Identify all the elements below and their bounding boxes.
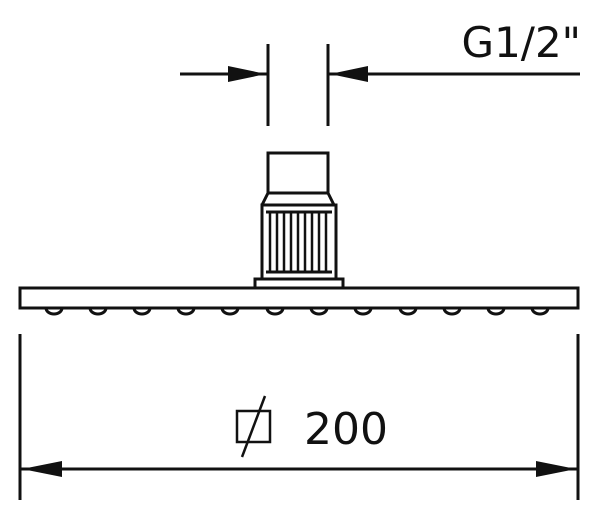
arrowhead-right <box>228 66 266 82</box>
nozzle <box>530 307 550 316</box>
nozzle-row <box>44 307 550 316</box>
diameter-symbol-icon <box>235 395 272 458</box>
nozzle <box>486 307 506 316</box>
connector-nut <box>253 151 345 290</box>
shower-plate <box>18 286 580 310</box>
diameter-dimension <box>18 334 580 500</box>
nozzle <box>442 307 462 316</box>
nozzle <box>44 307 64 316</box>
arrowhead-left <box>22 461 62 477</box>
arrowhead-left <box>330 66 368 82</box>
nozzle <box>176 307 196 316</box>
nozzle <box>398 307 418 316</box>
knurling <box>268 212 328 272</box>
connection-dimension <box>180 44 580 126</box>
diameter-value: 200 <box>304 404 388 455</box>
nozzle <box>265 307 285 316</box>
nozzle <box>353 307 373 316</box>
nozzle <box>88 307 108 316</box>
connection-thread-label: G1/2" <box>462 18 581 67</box>
connector-top-sleeve <box>266 151 330 195</box>
arrowhead-right <box>536 461 576 477</box>
nozzle <box>309 307 329 316</box>
nozzle <box>132 307 152 316</box>
nozzle <box>220 307 240 316</box>
